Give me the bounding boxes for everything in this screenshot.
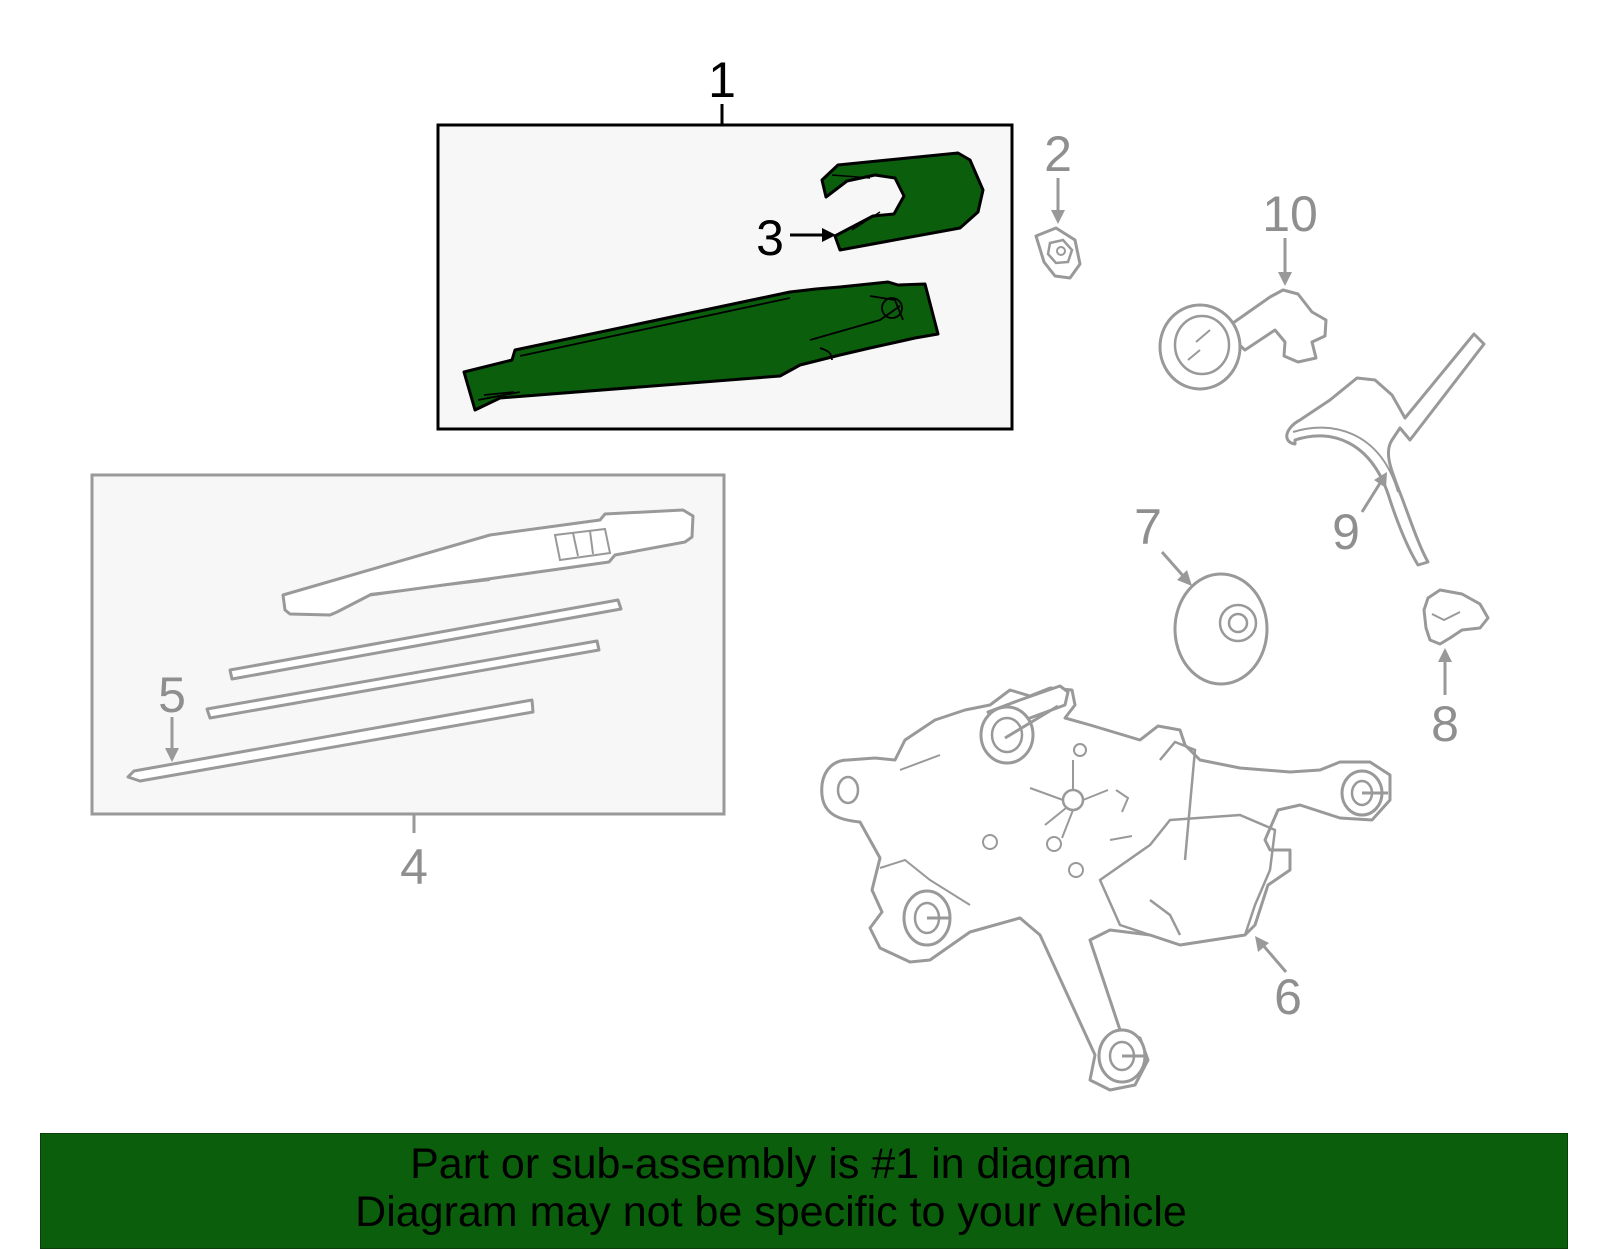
callout-4: 4 [400, 839, 428, 895]
callout-8: 8 [1431, 696, 1459, 752]
banner-line-2: Diagram may not be specific to your vehi… [355, 1188, 1187, 1236]
callout-3: 3 [756, 210, 784, 266]
callout-6-leader [1260, 943, 1288, 973]
assembly-4-group[interactable] [90, 473, 726, 833]
wiper-arm[interactable] [462, 280, 940, 412]
callout-5-arrowhead [165, 748, 179, 762]
assembly-1-group[interactable] [436, 104, 1014, 431]
callout-9-leader [1360, 479, 1384, 513]
callout-9: 9 [1332, 504, 1360, 560]
callout-10: 10 [1262, 186, 1318, 242]
part-5-blade-insert[interactable] [126, 698, 535, 783]
callout-7: 7 [1134, 499, 1162, 555]
part-3-cover-detail [831, 174, 881, 231]
banner-line-1: Part or sub-assembly is #1 in diagram [410, 1140, 1132, 1188]
callout-3-arrow [790, 228, 836, 242]
callout-1: 1 [708, 52, 736, 108]
callout-5: 5 [158, 667, 186, 723]
part-10-nozzle[interactable] [1158, 238, 1328, 391]
callout-6-arrowhead [1255, 936, 1269, 952]
part-6-motor[interactable] [820, 684, 1392, 1092]
callout-7-leader [1160, 551, 1187, 579]
callout-10-arrowhead [1278, 272, 1292, 286]
callout-8-arrowhead [1438, 648, 1452, 662]
callout-2: 2 [1044, 126, 1072, 182]
blade-strip-upper[interactable] [228, 598, 623, 681]
callout-6: 6 [1274, 969, 1302, 1025]
callout-7-arrowhead [1177, 570, 1192, 586]
wiper-arm-detail [477, 295, 904, 401]
callout-2-arrowhead [1051, 210, 1065, 224]
part-2-nut[interactable] [1034, 178, 1082, 280]
part-8-clip[interactable] [1422, 588, 1490, 695]
info-banner: Part or sub-assembly is #1 in diagram Di… [40, 1133, 1568, 1249]
blade-strip-middle[interactable] [205, 639, 601, 720]
callout-9-arrowhead [1374, 472, 1387, 488]
part-7-cap[interactable] [1160, 551, 1269, 686]
blade-frame-detail [369, 527, 612, 595]
part-9-hose[interactable] [1285, 332, 1486, 567]
